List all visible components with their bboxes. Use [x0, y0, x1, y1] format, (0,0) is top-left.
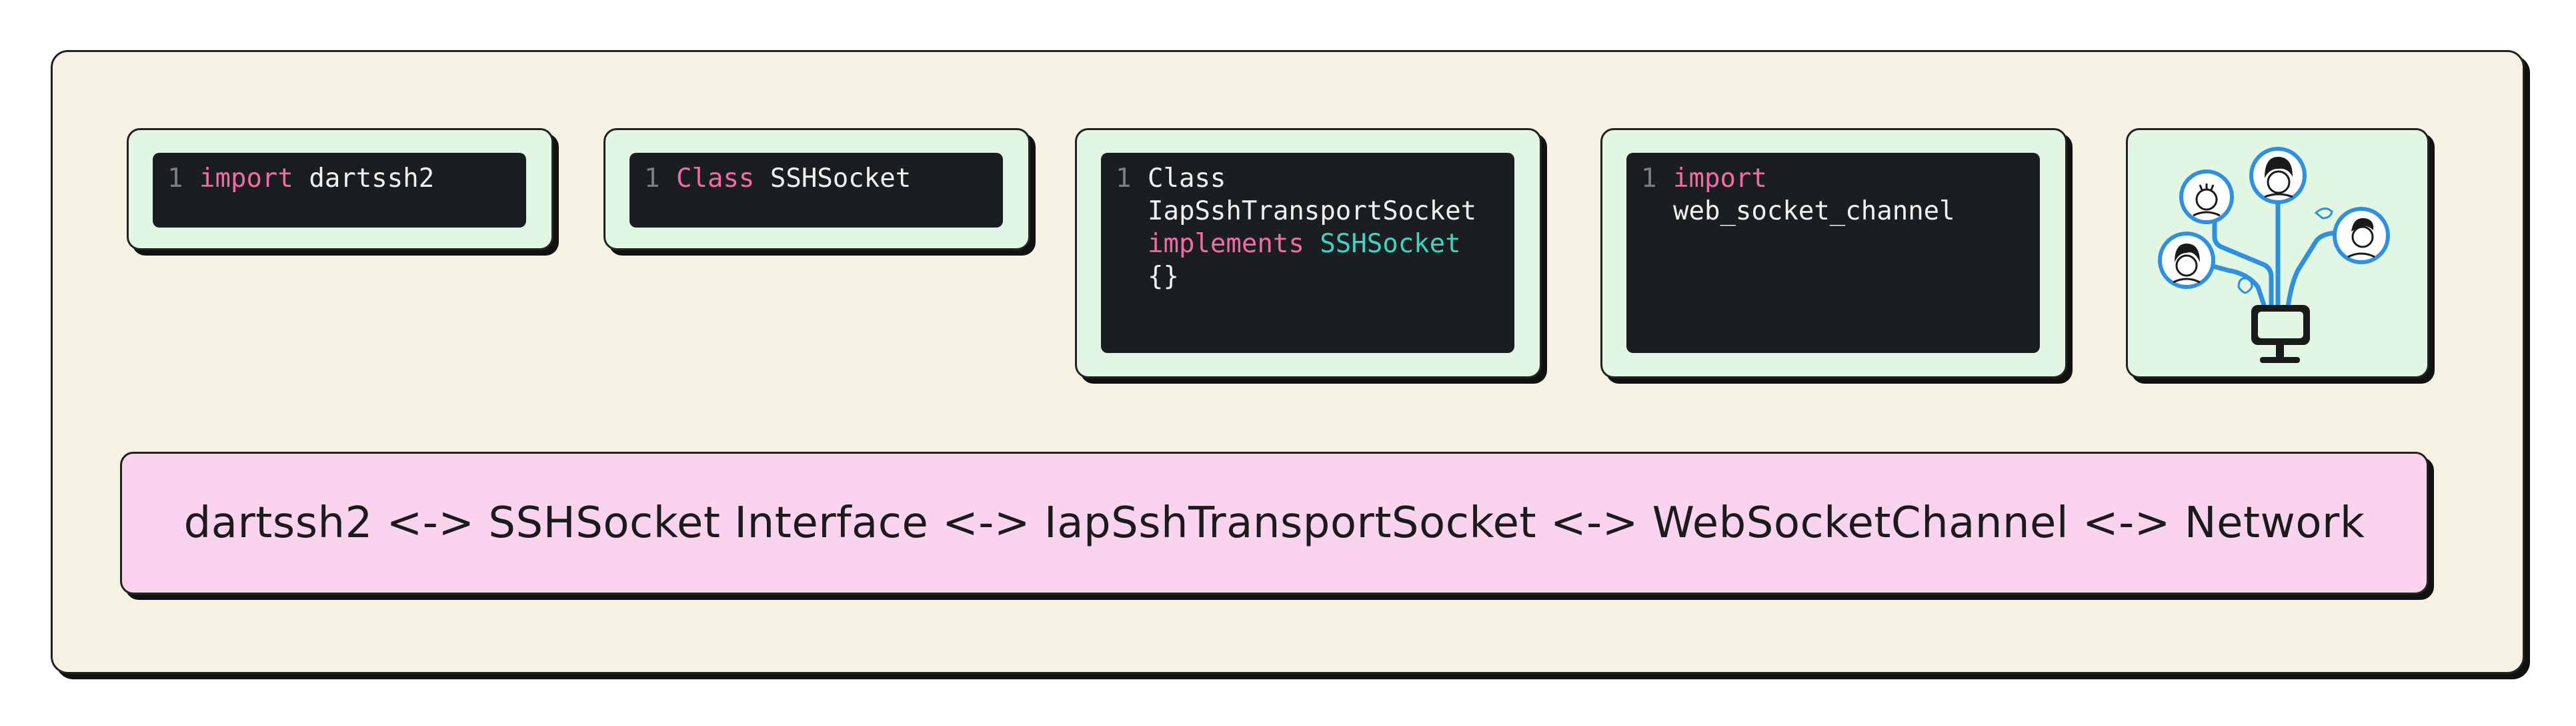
line-number [1116, 260, 1148, 293]
code-text [1304, 229, 1320, 259]
code-line: implements SSHSocket [1116, 228, 1500, 260]
code-line: 1 import [1641, 162, 2025, 195]
data-flow-banner: dartssh2 <-> SSHSocket Interface <-> Iap… [120, 452, 2429, 595]
data-flow-text: dartssh2 <-> SSHSocket Interface <-> Iap… [183, 498, 2365, 548]
code-card-import-web-socket-channel: 1 import web_socket_channel [1600, 128, 2067, 378]
code-keyword: implements [1148, 229, 1304, 259]
code-text: Class [1148, 163, 1226, 194]
code-line: {} [1116, 260, 1500, 293]
code-card-iapsshtransportsocket: 1 Class IapSshTransportSocket implements… [1075, 128, 1542, 378]
code-text: IapSshTransportSocket [1148, 196, 1477, 226]
line-number: 1 [644, 163, 676, 194]
illustration-card [2126, 128, 2429, 378]
code-block: 1 Class IapSshTransportSocket implements… [1101, 153, 1514, 353]
code-text: SSHSocket [754, 163, 912, 194]
code-line: 1 import dartssh2 [167, 162, 511, 195]
code-card-import-dartssh2: 1 import dartssh2 [127, 128, 553, 250]
code-card-class-sshsocket: 1 Class SSHSocket [603, 128, 1030, 250]
line-number: 1 [1641, 163, 1672, 194]
code-keyword: import [1673, 163, 1767, 194]
line-number [1641, 195, 1673, 228]
code-text: {} [1148, 262, 1179, 292]
code-block: 1 import dartssh2 [153, 153, 526, 228]
line-number [1116, 195, 1148, 228]
code-keyword: Class [676, 163, 755, 194]
code-keyword: import [199, 163, 293, 194]
code-line: 1 Class [1116, 162, 1500, 195]
code-text: dartssh2 [293, 163, 435, 194]
people-network-computer-icon [2158, 147, 2390, 363]
code-block: 1 import web_socket_channel [1626, 153, 2040, 353]
line-number: 1 [1116, 163, 1147, 194]
code-block: 1 Class SSHSocket [629, 153, 1003, 228]
code-line: 1 Class SSHSocket [644, 162, 988, 195]
line-number [1116, 228, 1148, 260]
line-number: 1 [167, 163, 199, 194]
code-line: web_socket_channel [1641, 195, 2025, 228]
code-text: web_socket_channel [1673, 196, 1955, 226]
code-line: IapSshTransportSocket [1116, 195, 1500, 228]
code-type: SSHSocket [1320, 229, 1461, 259]
